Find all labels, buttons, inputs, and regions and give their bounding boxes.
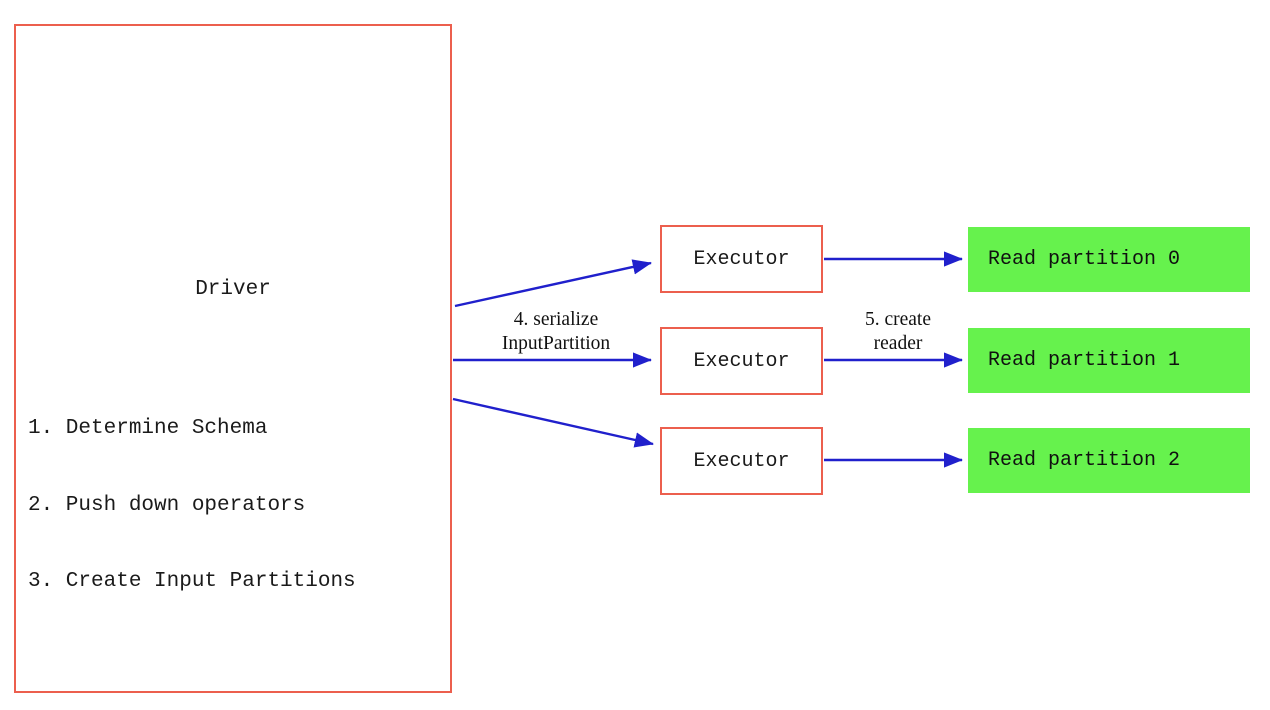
executor-label-2: Executor bbox=[693, 449, 790, 473]
edge-label-serialize-line1: 4. serialize bbox=[513, 309, 599, 330]
executor-box-2: Executor bbox=[660, 427, 823, 495]
read-partition-label-0: Read partition 0 bbox=[988, 248, 1181, 271]
driver-step-2: 2. Push down operators bbox=[28, 493, 306, 517]
driver-box bbox=[14, 24, 452, 693]
driver-step-3: 3. Create Input Partitions bbox=[28, 570, 356, 593]
executor-box-1: Executor bbox=[660, 327, 823, 395]
executor-box-0: Executor bbox=[660, 225, 823, 293]
read-partition-box-2: Read partition 2 bbox=[968, 428, 1250, 493]
arrow-driver-to-executor-0 bbox=[454, 259, 652, 308]
edge-label-create-reader: 5. create reader bbox=[828, 308, 968, 356]
edge-label-serialize-line2: InputPartition bbox=[501, 333, 611, 354]
read-partition-box-1: Read partition 1 bbox=[968, 328, 1250, 393]
executor-label-0: Executor bbox=[693, 247, 790, 271]
driver-steps-list: 1. Determine Schema 2. Push down operato… bbox=[28, 365, 356, 646]
arrow-driver-to-executor-2 bbox=[452, 397, 654, 448]
read-partition-box-0: Read partition 0 bbox=[968, 227, 1250, 292]
read-partition-label-2: Read partition 2 bbox=[988, 449, 1181, 472]
driver-step-1: 1. Determine Schema bbox=[28, 417, 268, 440]
edge-label-serialize: 4. serialize InputPartition bbox=[470, 308, 642, 356]
edge-label-create-line1: 5. create bbox=[864, 309, 932, 330]
edge-label-create-line2: reader bbox=[873, 333, 923, 354]
driver-title: Driver bbox=[195, 278, 271, 301]
read-partition-label-1: Read partition 1 bbox=[988, 349, 1181, 372]
executor-label-1: Executor bbox=[693, 349, 790, 373]
